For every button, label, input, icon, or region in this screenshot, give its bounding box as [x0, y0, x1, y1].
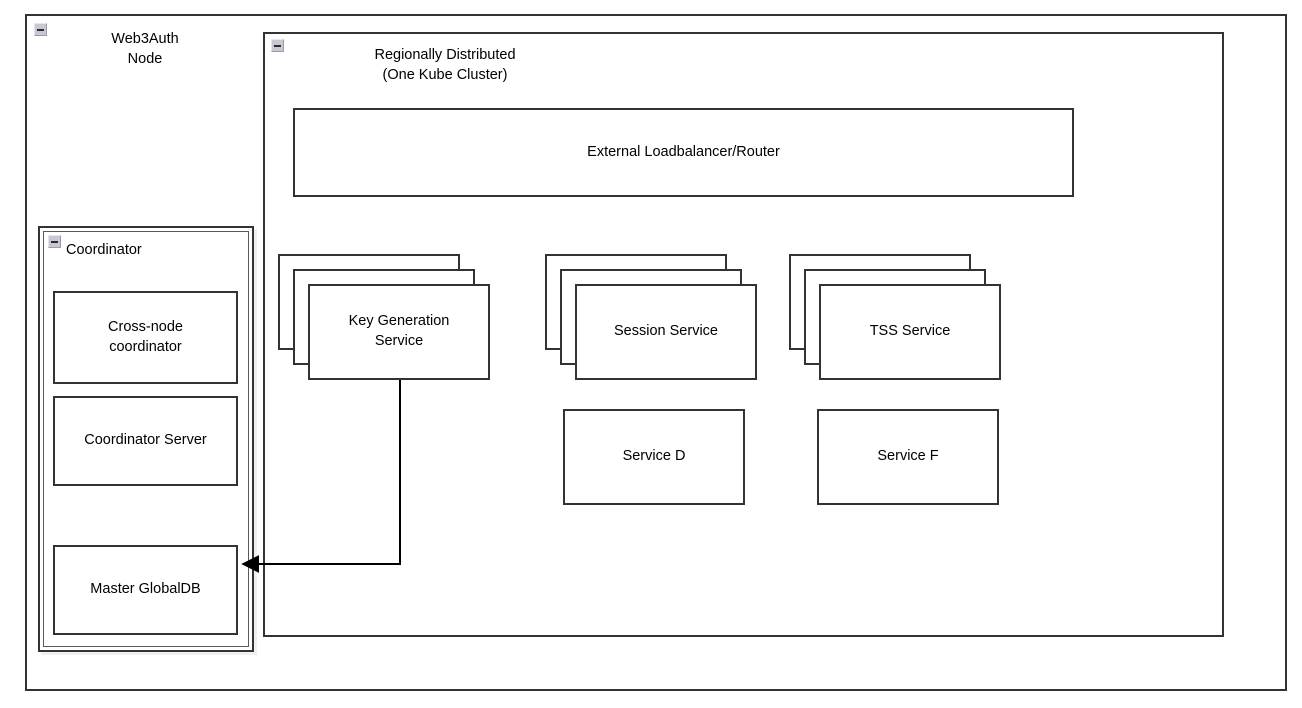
service-f-box[interactable]: Service F [817, 409, 999, 505]
key-generation-service-stack[interactable]: Key Generation Service [278, 254, 490, 380]
tss-service-stack[interactable]: TSS Service [789, 254, 1001, 380]
session-service-stack[interactable]: Session Service [545, 254, 757, 380]
master-globaldb-label: Master GlobalDB [90, 581, 201, 598]
coordinator-title: Coordinator [66, 242, 142, 258]
session-service-instance-1[interactable]: Session Service [575, 284, 757, 380]
tss-service-label: TSS Service [869, 323, 951, 340]
web3auth-node-title: Web3Auth Node [111, 31, 179, 67]
service-d-box[interactable]: Service D [563, 409, 745, 505]
service-f-label: Service F [877, 448, 939, 465]
web3auth-node-collapse-icon[interactable] [34, 23, 47, 36]
external-loadbalancer-router-label: External Loadbalancer/Router [587, 143, 780, 160]
session-service-label: Session Service [614, 323, 718, 340]
key-generation-service-label: Key Generation Service [348, 313, 450, 349]
external-loadbalancer-router-box[interactable]: External Loadbalancer/Router [293, 108, 1074, 197]
tss-service-instance-1[interactable]: TSS Service [819, 284, 1001, 380]
coordinator-server-box[interactable]: Coordinator Server [53, 396, 238, 486]
cross-node-coordinator-label: Cross-node coordinator [108, 318, 183, 355]
service-d-label: Service D [622, 448, 686, 465]
regional-cluster-collapse-icon[interactable] [271, 39, 284, 52]
master-globaldb-box[interactable]: Master GlobalDB [53, 545, 238, 635]
key-generation-service-instance-1[interactable]: Key Generation Service [308, 284, 490, 380]
cross-node-coordinator-box[interactable]: Cross-node coordinator [53, 291, 238, 384]
coordinator-collapse-icon[interactable] [48, 235, 61, 248]
regional-cluster-title: Regionally Distributed (One Kube Cluster… [374, 47, 516, 83]
coordinator-server-label: Coordinator Server [84, 432, 207, 449]
